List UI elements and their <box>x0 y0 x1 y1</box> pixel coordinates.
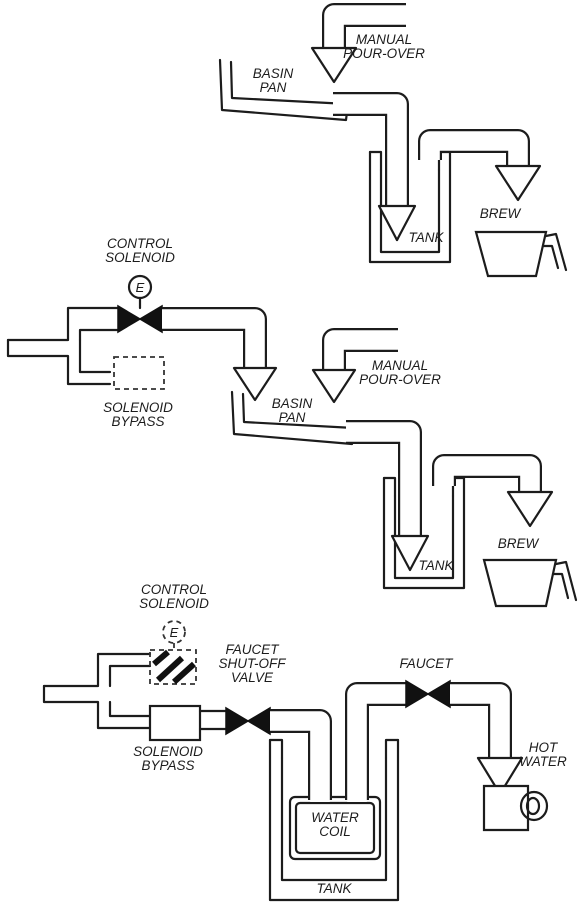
inlet-pipe-3 <box>42 684 152 730</box>
control-solenoid-valve-2 <box>117 274 163 334</box>
tank-label-2: TANK <box>418 558 454 573</box>
brew-label-2: BREW <box>498 536 540 551</box>
inlet-pipe-2 <box>6 338 112 386</box>
water-coil-3 <box>288 795 382 861</box>
brew-pitcher-1 <box>474 230 568 278</box>
solenoid-e-symbol-3: E <box>170 625 179 640</box>
solenoid-bypass-box-3 <box>148 704 202 742</box>
solenoid-e-symbol-2: E <box>136 280 145 295</box>
tank-3 <box>268 738 400 902</box>
tank-label-1: TANK <box>408 230 444 245</box>
hot-water-arrow-3 <box>476 756 524 796</box>
tank-flow-arrow-2 <box>390 534 430 572</box>
tank-flow-arrow-1 <box>377 204 417 242</box>
brew-label-1: BREW <box>480 206 522 221</box>
brew-pitcher-2 <box>482 558 578 608</box>
tank-label-3: TANK <box>316 881 352 896</box>
faucet-shutoff-valve-3 <box>225 706 271 736</box>
brew-arrow-1 <box>494 164 542 202</box>
brew-arrow-2 <box>506 490 554 528</box>
solenoid-bypass-box-2 <box>113 356 165 390</box>
faucet-valve-3 <box>405 679 451 709</box>
control-solenoid-dashed-3 <box>149 620 197 685</box>
faucet-label-3: FAUCET <box>400 656 455 671</box>
hot-water-mug-3 <box>482 784 549 832</box>
